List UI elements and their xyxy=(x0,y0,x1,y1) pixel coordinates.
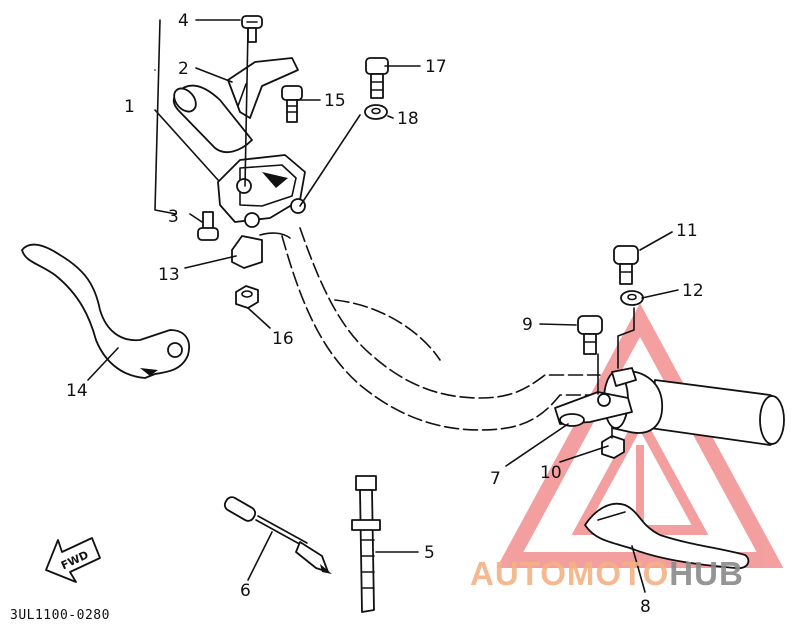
part-14-lever xyxy=(21,243,190,379)
part-11-bolt xyxy=(613,245,639,285)
part-12-washer xyxy=(620,290,644,306)
callout-5: 5 xyxy=(424,543,435,563)
part-16-nut xyxy=(235,285,259,309)
watermark-word-hub: HUB xyxy=(669,555,744,592)
watermark-word-moto: MOTO xyxy=(567,555,669,592)
callout-17: 17 xyxy=(425,57,447,77)
left-grip xyxy=(172,84,253,154)
callout-9: 9 xyxy=(522,315,533,335)
callout-11: 11 xyxy=(676,221,698,241)
lever-holder xyxy=(554,367,637,427)
part-8-lever xyxy=(584,502,750,570)
fwd-arrow-icon: FWD xyxy=(45,537,101,583)
callout-4: 4 xyxy=(178,11,189,31)
part-17-bolt xyxy=(365,57,389,99)
part-15-bolt xyxy=(281,85,303,123)
callout-13: 13 xyxy=(158,265,180,285)
handlebar xyxy=(281,227,601,431)
switch-housing xyxy=(217,154,306,269)
diagram-code: 3UL1100-0280 xyxy=(10,608,110,623)
watermark-word-auto: AUTO xyxy=(470,555,567,592)
callout-14: 14 xyxy=(66,381,88,401)
callout-15: 15 xyxy=(324,91,346,111)
callout-16: 16 xyxy=(272,329,294,349)
callout-2: 2 xyxy=(178,59,189,79)
watermark-text: AUTOMOTOHUB xyxy=(470,555,744,592)
callout-1: 1 xyxy=(124,97,135,117)
callout-7: 7 xyxy=(490,469,501,489)
callout-18: 18 xyxy=(397,109,419,129)
callout-10: 10 xyxy=(540,463,562,483)
part-2-clamp xyxy=(227,57,299,119)
part-9-bolt xyxy=(577,315,603,355)
part-5-cable-tie xyxy=(351,475,381,613)
leader-lines xyxy=(87,19,679,593)
callout-8: 8 xyxy=(640,597,651,617)
callout-3: 3 xyxy=(168,207,179,227)
part-4-screw xyxy=(241,15,263,43)
callout-12: 12 xyxy=(682,281,704,301)
part-18-washer xyxy=(364,104,388,120)
part-6-cable xyxy=(223,496,332,574)
part-3-screw xyxy=(197,211,219,241)
callout-6: 6 xyxy=(240,581,251,601)
svg-text:AUTOMOTOHUB: AUTOMOTOHUB xyxy=(470,555,744,592)
callout-labels: 4 2 1 3 15 17 18 13 16 14 11 12 9 7 10 8… xyxy=(66,11,704,617)
